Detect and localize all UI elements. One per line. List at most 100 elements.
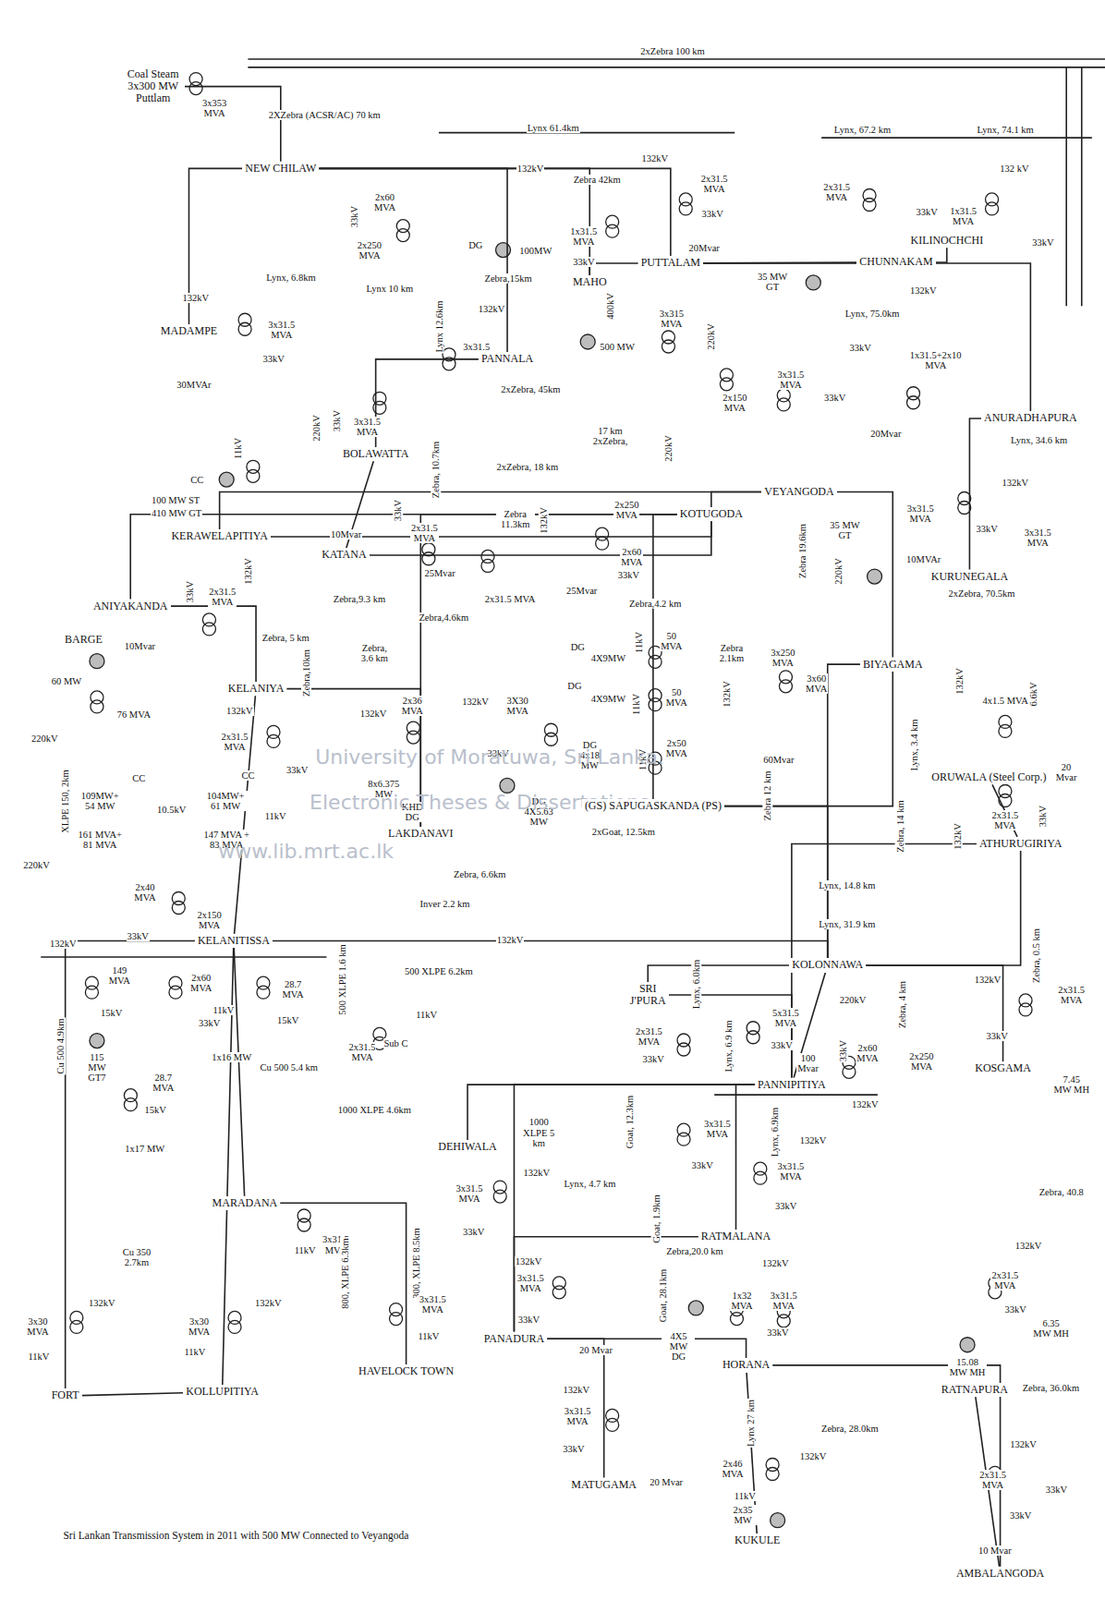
line-label: 1000 XLPE 5 km [517,1117,560,1148]
transmission-line [318,168,508,353]
rating-label: 2x46 MVA [721,1458,745,1480]
substation-name: SRI J'PURA [630,983,667,1008]
rating-label: 2x31.5 MVA [484,594,537,605]
substation-name: RATNAPURA [941,1384,1008,1397]
rating-label: 220kV [663,435,674,464]
rating-label: 3x31.5 [461,341,491,353]
transformer-symbol [70,1311,84,1334]
rating-label: 500 XLPE 6.2km [403,966,474,977]
rating-label: 104MW+ 61 MW [203,790,248,812]
line-label: Zebra, 14 km [895,800,906,854]
line-label: Zebra, 4 km [897,980,908,1030]
transformer-symbol [648,689,662,712]
substation-name: MADAMPE [160,325,218,338]
transformer-symbol [544,723,558,746]
rating-label: 33kV [331,408,342,432]
winding-circle [842,1065,856,1079]
substation-name: KOLLUPITIYA [185,1385,259,1398]
rating-label: 11kV [633,631,644,655]
generator-symbol [218,472,234,487]
rating-label: 132kV [461,696,490,707]
rating-label: 1x32 MVA [729,1290,753,1312]
transmission-line [546,1338,746,1359]
substation: BOLAWATTA [340,447,412,462]
winding-circle [297,1218,311,1232]
rating-label: 20 Mvar [578,1345,614,1356]
rating-label: 3x31.5 MVA [776,369,805,390]
transformer-symbol [606,1408,620,1432]
generator-symbol [89,1033,105,1049]
winding-circle [595,536,609,550]
rating-label: 132kV [1008,1439,1038,1450]
rating-label: 132kV [514,1256,544,1267]
rating-label: DG [570,642,586,653]
substation: ORUWALA (Steel Corp.) [928,770,1049,785]
rating-label: 100 Mvar [796,1053,820,1074]
line-label: Lynx, 3.4 km [908,717,919,772]
substation: PANNALA [478,352,536,366]
generator-symbol [499,777,515,793]
rating-label: 11kV [293,1245,317,1256]
line-label: 2xZebra, 45km [499,384,561,395]
line-label: 2XZebra (ACSR/AC) 70 km [267,109,382,121]
rating-label: 2x250 MVA [908,1051,935,1072]
line-label: Lynx, 6.9km [769,1106,780,1158]
winding-circle [396,229,410,243]
rating-label: 3x31.5 MVA [703,1118,732,1140]
generator-symbol [770,1513,786,1529]
transformer-symbol [679,193,693,216]
transformer-symbol [171,891,185,914]
rating-label: 3x30 MVA [25,1316,49,1337]
transformer-symbol [998,715,1012,738]
substation-name: BOLAWATTA [342,448,409,461]
rating-label: 132kV [954,667,965,697]
rating-label: 33kV [849,342,873,353]
winding-circle [70,1320,84,1334]
substation: MAHO [570,275,610,290]
rating-label: 10.5kV [156,804,187,815]
winding-circle [777,1314,790,1328]
rating-label: 300, XLPE 8.5km [410,1226,421,1300]
transformer-symbol [719,368,733,391]
rating-label: 7.45 MW MH [1052,1074,1092,1095]
rating-label: 11kV [26,1351,50,1362]
line-label: Lynx, 6.0km [691,959,702,1010]
transmission-line [513,1084,755,1332]
rating-label: 3x30 MVA [187,1316,211,1337]
transformer-symbol [389,1303,403,1326]
rating-label: CC [131,773,146,784]
rating-label: 132kV [850,1099,880,1110]
rating-label: XLPE 150, 2km [60,768,71,835]
substation: KOSGAMA [971,1061,1034,1076]
line-label: Goat, 12.3km [624,1094,635,1150]
rating-label: 100MW [518,245,553,256]
line-label: Lynx, 6.9 km [722,1019,733,1073]
rating-label: 220kV [838,995,868,1006]
rating-label: 132kV [799,1135,828,1146]
transformer-symbol [246,460,260,483]
winding-circle [552,1286,566,1300]
line-wire [247,66,1105,69]
rating-label: 3x31.5 MVA [418,1294,448,1315]
transmission-line [837,491,894,657]
substation-name: DEHIWALA [437,1141,497,1154]
rating-label: 161 MVA+ 81 MVA [75,829,124,850]
line-label: Zebra, 6.6km [452,869,507,880]
rating-label: Sub C [383,1038,410,1049]
rating-label: 33kV [914,206,938,218]
rating-label: 2x250 MVA [356,240,383,261]
rating-label: 3x31.5 MVA [455,1183,485,1204]
line-label: Zebra,15km [484,273,534,284]
transmission-line [647,965,790,983]
winding-circle [661,340,675,353]
rating-label: 33kV [690,1160,714,1171]
rating-label: 33kV [1008,1510,1033,1521]
line-label: Zebra 12 km [762,770,773,823]
rating-label: 149 MVA [108,965,132,986]
rating-label: 132kV [562,1384,592,1396]
winding-circle [389,1312,403,1326]
rating-label: 33kV [1044,1484,1069,1495]
rating-label: 20Mvar [688,242,721,254]
rating-label: 33kV [262,353,286,365]
substation-name: KOTUGODA [680,508,743,521]
